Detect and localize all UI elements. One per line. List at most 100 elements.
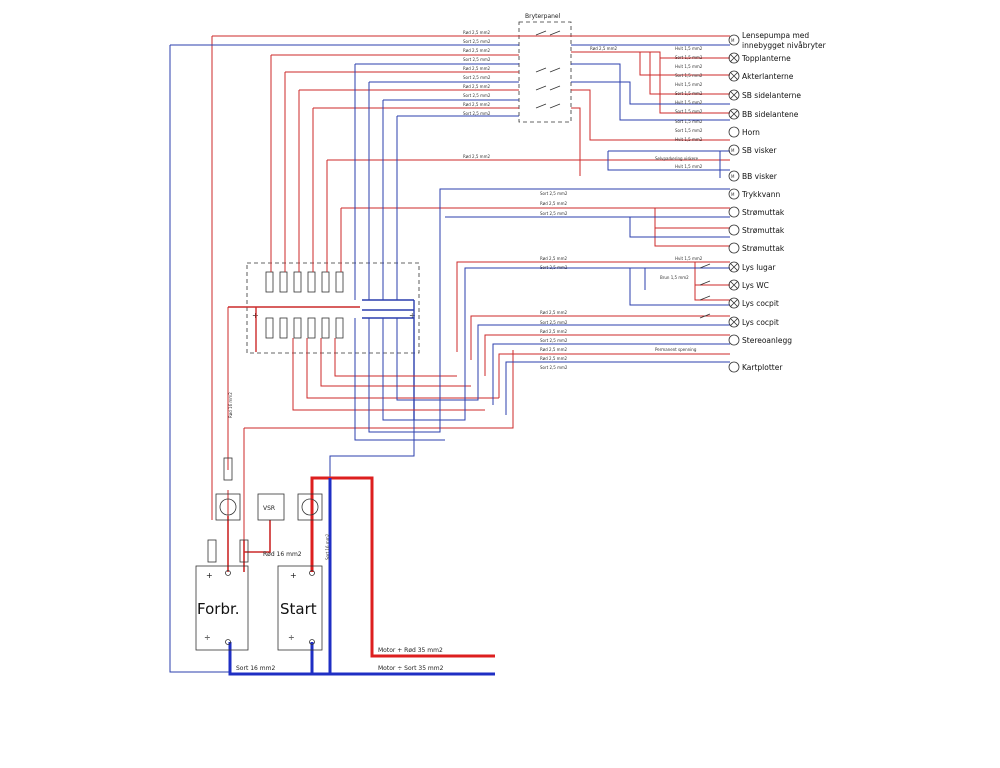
battery-start-label: Start [280,600,317,618]
svg-text:Rød 2,5 mm2: Rød 2,5 mm2 [540,347,567,352]
svg-text:Sort 2,5 mm2: Sort 2,5 mm2 [540,365,568,370]
load-label-top-light: Topplanterne [741,54,791,63]
red-wires [211,35,730,572]
svg-text:Rød 2,5 mm2: Rød 2,5 mm2 [540,356,567,361]
svg-text:Hvit 1,5 mm2: Hvit 1,5 mm2 [675,164,703,169]
svg-text:Rød 2,5 mm2: Rød 2,5 mm2 [463,102,490,107]
svg-text:Sort 1,5 mm2: Sort 1,5 mm2 [675,73,703,78]
svg-text:Sort 2,5 mm2: Sort 2,5 mm2 [463,39,491,44]
motor-symbol-bilge: M [731,38,735,43]
svg-text:Sort 2,5 mm2: Sort 2,5 mm2 [463,93,491,98]
svg-text:Sort 2,5 mm2: Sort 2,5 mm2 [463,111,491,116]
battery-consumer-plus: + [206,571,213,580]
svg-text:Sort 1,5 mm2: Sort 1,5 mm2 [675,109,703,114]
main-switch-consumer [215,493,241,521]
main-switch-start [297,493,323,521]
load-label-wc-light: Lys WC [742,281,769,290]
svg-text:Hvit 1,5 mm2: Hvit 1,5 mm2 [675,256,703,261]
battery-start [277,565,323,651]
load-switches [699,263,711,319]
load-label-sb-wiper: SB visker [742,146,777,155]
battery-consumer-minus: ÷ [204,633,211,642]
load-symbols: M M M M [728,34,740,373]
fuse-panel-minus: ÷ [409,311,416,320]
load-label-cockpit-light-2: Lys cocpit [742,318,779,327]
label-black16-vertical: Sort 16 mm2 [325,533,330,560]
panel-switches [535,30,561,109]
svg-text:Rød 2,5 mm2: Rød 2,5 mm2 [540,201,567,206]
svg-text:Sort 2,5 mm2: Sort 2,5 mm2 [540,191,568,196]
motor-symbol-sb-wiper: M [731,148,735,153]
load-label-bb-side-light: BB sidelantene [742,110,799,119]
fuse-row-top [265,271,344,293]
svg-text:Sort 2,5 mm2: Sort 2,5 mm2 [540,265,568,270]
svg-text:Hvit 1,5 mm2: Hvit 1,5 mm2 [675,46,703,51]
motor-symbol-pump: M [731,192,735,197]
load-label-horn: Horn [742,128,760,137]
load-label-cabin-light: Lys lugar [742,263,776,272]
svg-text:Rød 2,5 mm2: Rød 2,5 mm2 [463,48,490,53]
vsr-unit [257,493,285,521]
label-motor-negative: Motor ÷ Sort 35 mm2 [378,665,444,672]
battery-consumer [195,565,249,651]
svg-text:Rød 2,5 mm2: Rød 2,5 mm2 [540,310,567,315]
load-label-stereo: Stereoanlegg [742,336,792,345]
fuse-inline-main [223,457,233,481]
svg-text:Rød 2,5 mm2: Rød 2,5 mm2 [540,329,567,334]
load-label-chartplotter: Kartplotter [742,363,783,372]
battery-consumer-neg-terminal [225,639,231,645]
svg-text:Permanent spenning: Permanent spenning [655,347,697,352]
svg-text:Rød 2,5 mm2: Rød 2,5 mm2 [463,66,490,71]
fuse-panel-box [246,262,420,354]
wire-labels-lights: Hvit 1,5 mm2 Sort 1,5 mm2 Hvit 1,5 mm2 S… [655,46,703,169]
vsr-label: VSR [263,505,275,512]
svg-text:Brun 1,5 mm2: Brun 1,5 mm2 [660,275,689,280]
load-label-bb-wiper: BB visker [742,172,778,181]
wire-labels-mid: Sort 2,5 mm2 Rød 2,5 mm2 Sort 2,5 mm2 Rø… [540,191,703,370]
svg-text:Sort 2,5 mm2: Sort 2,5 mm2 [540,211,568,216]
switch-panel-box [518,21,572,123]
svg-text:Sort 1,5 mm2: Sort 1,5 mm2 [675,128,703,133]
svg-text:Rød 2,5 mm2: Rød 2,5 mm2 [540,256,567,261]
battery-start-minus: ÷ [288,633,295,642]
load-label-stern-light: Akterlanterne [742,72,794,81]
motor-positive-cable [310,476,495,658]
svg-text:Hvit 1,5 mm2: Hvit 1,5 mm2 [675,64,703,69]
load-labels: Lensepumpa med innebygget nivåbryter Top… [741,31,827,372]
svg-text:Sort 2,5 mm2: Sort 2,5 mm2 [540,320,568,325]
svg-text:Sort 2,5 mm2: Sort 2,5 mm2 [463,75,491,80]
wire-labels-top: Rød 2,5 mm2 Sort 2,5 mm2 Rød 2,5 mm2 Sor… [463,30,617,159]
svg-text:Rød 2,5 mm2: Rød 2,5 mm2 [463,84,490,89]
battery-start-neg-terminal [309,639,315,645]
load-label-socket-2: Strømuttak [742,226,785,235]
load-label-bilge-2: innebygget nivåbryter [742,41,827,50]
load-label-bilge: Lensepumpa med [742,31,809,40]
svg-text:Sort 1,5 mm2: Sort 1,5 mm2 [675,91,703,96]
svg-text:Hvit 1,5 mm2: Hvit 1,5 mm2 [675,100,703,105]
svg-text:Sort 2,5 mm2: Sort 2,5 mm2 [540,338,568,343]
label-red16-horizontal: Rød 16 mm2 [263,551,302,558]
svg-text:Rød 2,5 mm2: Rød 2,5 mm2 [590,46,617,51]
load-label-water-pump: Trykkvann [741,190,780,199]
svg-text:Selvparkering viskere: Selvparkering viskere [655,156,699,161]
switch-panel-title: Bryterpanel [525,13,561,20]
svg-text:Sort 2,5 mm2: Sort 2,5 mm2 [463,57,491,62]
battery-start-pos-terminal [309,570,315,576]
motor-negative-cable [228,478,495,676]
load-label-socket-3: Strømuttak [742,244,785,253]
svg-text:Hvit 1,5 mm2: Hvit 1,5 mm2 [675,82,703,87]
svg-text:Rød 2,5 mm2: Rød 2,5 mm2 [463,154,490,159]
fuse-inline-forbr [207,539,217,563]
battery-consumer-pos-terminal [225,570,231,576]
battery-start-plus: + [290,571,297,580]
fuse-inline-vsr [239,539,249,563]
fuse-row-bottom [265,317,344,339]
svg-text:Rød 2,5 mm2: Rød 2,5 mm2 [463,30,490,35]
blue-wires [169,44,730,673]
label-black16-horizontal: Sort 16 mm2 [236,665,275,672]
load-label-socket-1: Strømuttak [742,208,785,217]
svg-text:Sort 1,5 mm2: Sort 1,5 mm2 [675,119,703,124]
battery-consumer-label: Forbr. [197,600,240,618]
label-motor-positive: Motor + Rød 35 mm2 [378,647,443,654]
